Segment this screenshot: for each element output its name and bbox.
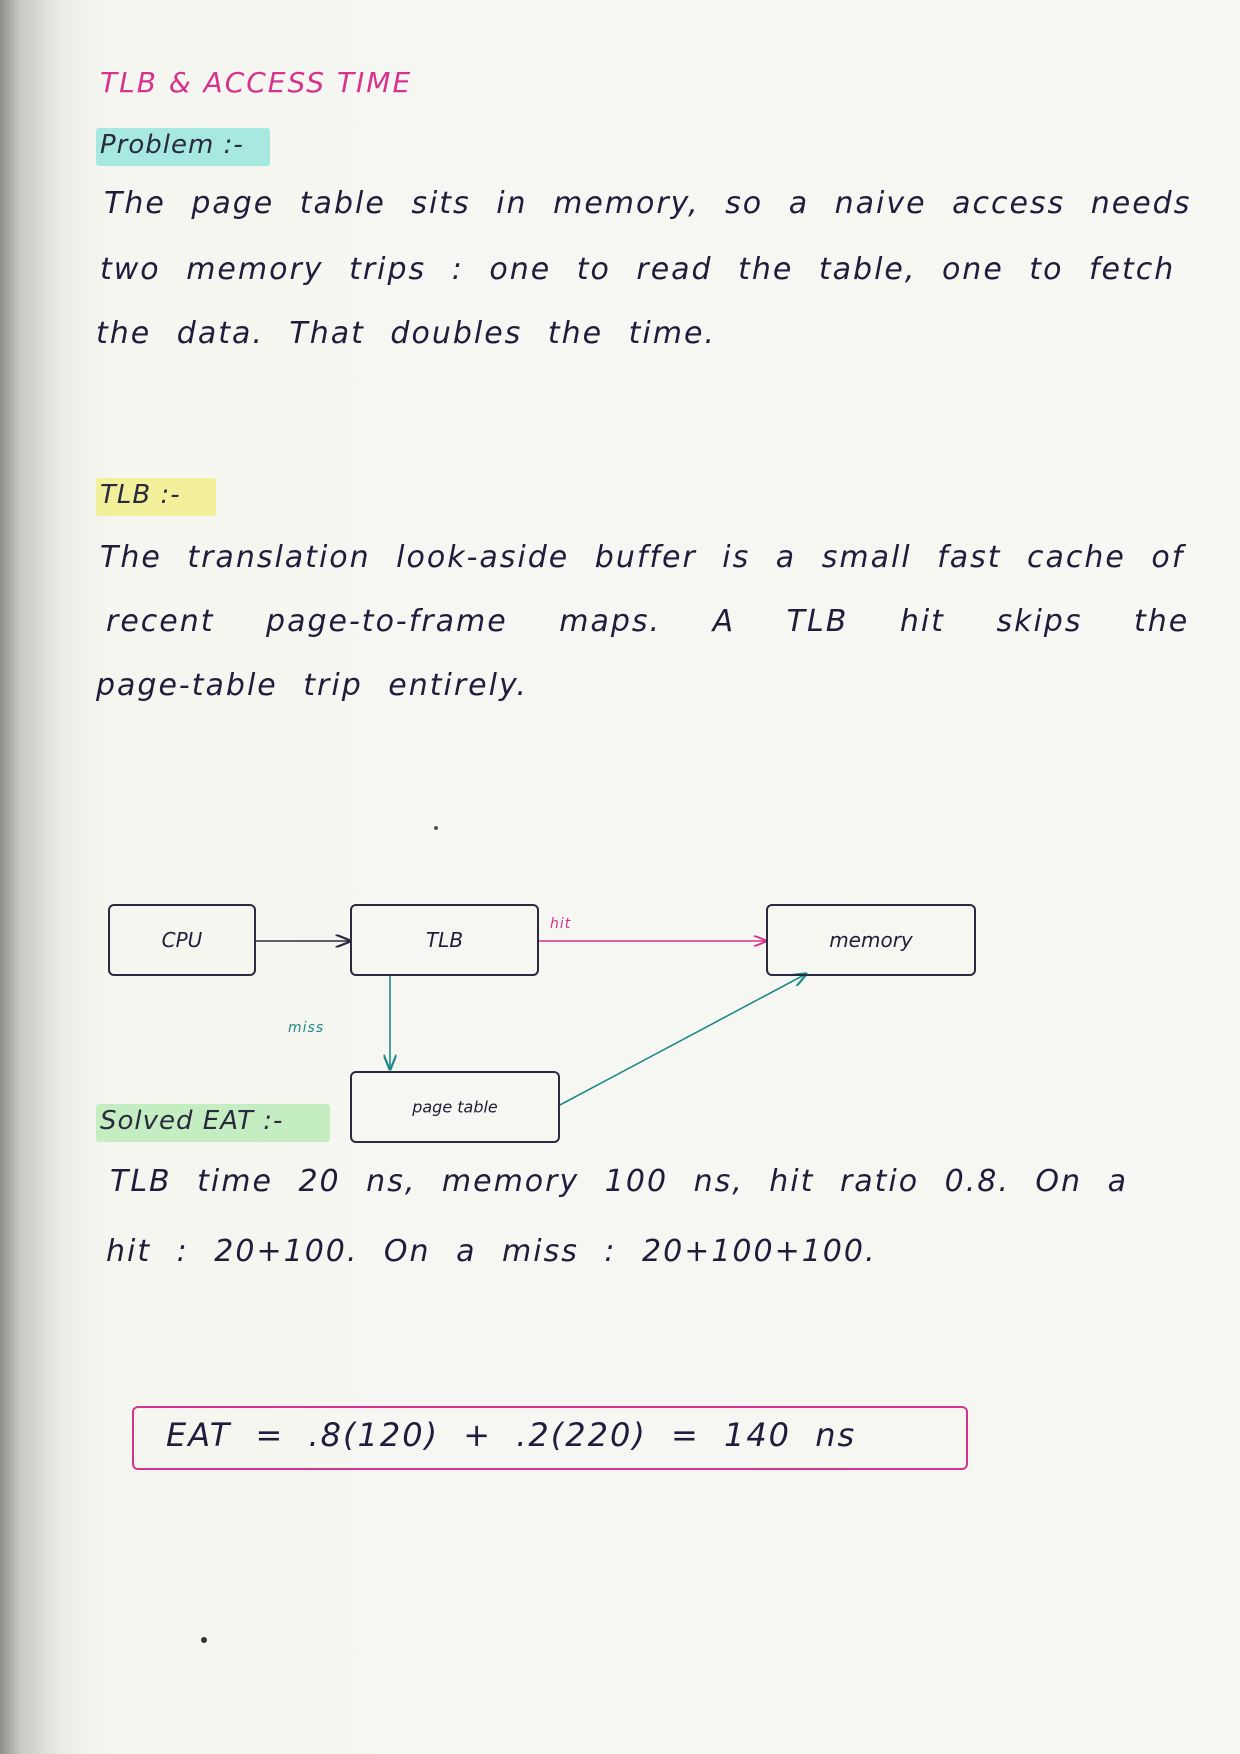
problem-heading: Problem :- bbox=[100, 130, 244, 160]
page-title: TLB & ACCESS TIME bbox=[100, 66, 413, 99]
cpu-box: CPU bbox=[108, 904, 256, 976]
problem-line-1: The page table sits in memory, so a naiv… bbox=[104, 186, 1192, 221]
problem-line-2: two memory trips : one to read the table… bbox=[100, 252, 1176, 287]
memory-box: memory bbox=[766, 904, 976, 976]
tlb-line-2: recent page-to-frame maps. A TLB hit ski… bbox=[106, 604, 1190, 639]
solved-line-1: TLB time 20 ns, memory 100 ns, hit ratio… bbox=[110, 1164, 1128, 1199]
memory-label: memory bbox=[829, 928, 913, 952]
tlb-heading: TLB :- bbox=[100, 480, 181, 510]
page-table-label: page table bbox=[412, 1097, 498, 1117]
pagetable-to-memory-arrow bbox=[557, 974, 806, 1107]
tlb-line-3: page-table trip entirely. bbox=[96, 668, 528, 703]
hit-label: hit bbox=[550, 916, 572, 932]
problem-highlight bbox=[96, 128, 270, 166]
tlb-highlight bbox=[96, 478, 216, 516]
problem-line-3: the data. That doubles the time. bbox=[96, 316, 716, 351]
miss-label: miss bbox=[288, 1020, 325, 1036]
cpu-label: CPU bbox=[161, 928, 203, 952]
tlb-box-label: TLB bbox=[425, 928, 464, 952]
page-table-box: page table bbox=[350, 1071, 560, 1143]
solved-heading: Solved EAT :- bbox=[100, 1106, 284, 1136]
solved-highlight bbox=[96, 1104, 330, 1142]
tlb-box: TLB bbox=[350, 904, 539, 976]
tlb-line-1: The translation look-aside buffer is a s… bbox=[100, 540, 1185, 575]
solved-line-2: hit : 20+100. On a miss : 20+100+100. bbox=[106, 1234, 877, 1269]
eat-formula: EAT = .8(120) + .2(220) = 140 ns bbox=[166, 1416, 857, 1454]
eat-result-box bbox=[132, 1406, 968, 1470]
